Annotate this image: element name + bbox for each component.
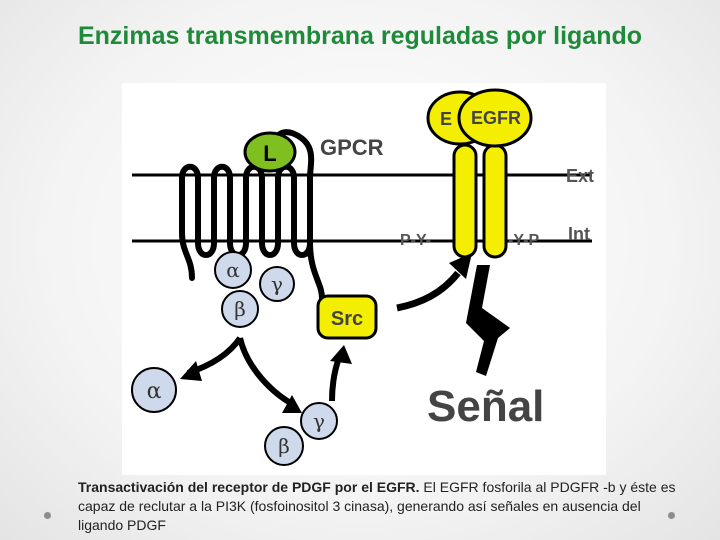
src-to-egfr-arrowhead xyxy=(449,253,472,279)
src-box xyxy=(316,294,378,340)
caption-text: El EGFR fosforila al PDGFR -b y éste es … xyxy=(78,479,676,533)
g-beta-free-label: β xyxy=(278,434,290,458)
signal-label: Señal xyxy=(427,382,544,431)
src-label: Src xyxy=(331,308,363,330)
phospho-left-label: P-Y- xyxy=(400,232,431,249)
egfr-head-front xyxy=(457,88,533,148)
dissociation-arrowhead-right xyxy=(282,395,302,413)
ligand-label: L xyxy=(263,141,276,166)
left-bullet-dot xyxy=(44,512,51,519)
g-gamma-free xyxy=(300,402,338,440)
phospho-right-label: -Y-P xyxy=(508,232,539,249)
g-gamma-bound xyxy=(259,266,295,302)
egfr-stalk-right xyxy=(482,143,508,259)
g-alpha-free-label: α xyxy=(147,379,162,404)
g-alpha-free xyxy=(131,367,177,413)
src-to-egfr-arrow xyxy=(396,270,461,312)
diagram-svg: L GPCR E EGFR Ext Int P-Y- -Y-P α γ β Sr… xyxy=(131,88,594,466)
egfr-front-label: EGFR xyxy=(471,108,521,128)
bg-to-src-arrowhead xyxy=(330,345,352,364)
transactivation-diagram: L GPCR E EGFR Ext Int P-Y- -Y-P α γ β Sr… xyxy=(122,83,606,475)
gpcr-label: GPCR xyxy=(320,135,384,160)
slide-title: Enzimas transmembrana reguladas por liga… xyxy=(77,22,643,50)
egfr-stalk-left xyxy=(452,143,478,259)
g-alpha-bound-label: α xyxy=(226,258,240,282)
g-alpha-bound xyxy=(214,251,252,289)
caption-bold: Transactivación del receptor de PDGF por… xyxy=(78,479,420,495)
ligand-circle xyxy=(243,131,297,173)
egfr-back-label: E xyxy=(440,109,452,129)
g-beta-bound-label: β xyxy=(234,297,246,321)
dissociation-arrow-right xyxy=(237,337,296,408)
g-beta-bound xyxy=(221,290,259,328)
dissociation-arrowhead-left xyxy=(180,361,202,381)
signal-lightning-arrow xyxy=(466,265,510,376)
int-label: Int xyxy=(568,224,590,244)
right-bullet-dot xyxy=(668,512,675,519)
g-gamma-bound-label: γ xyxy=(271,272,283,296)
g-beta-free xyxy=(264,426,304,466)
ext-label: Ext xyxy=(566,166,594,186)
figure-caption: Transactivación del receptor de PDGF por… xyxy=(78,478,684,535)
g-gamma-free-label: γ xyxy=(313,409,325,433)
